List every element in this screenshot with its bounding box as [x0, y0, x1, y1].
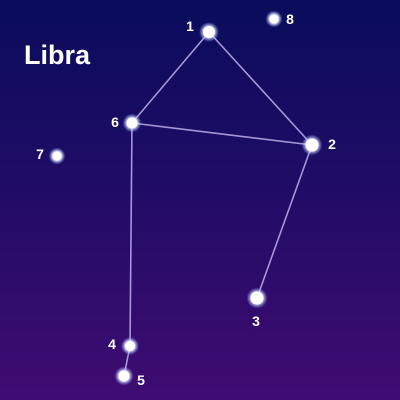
star-4 [121, 337, 139, 355]
star-labels: 1 2 3 4 5 6 7 8 [36, 11, 336, 388]
connection-line-1-6 [131, 31, 210, 124]
star-8 [265, 10, 283, 28]
star-2 [301, 134, 323, 156]
star-core-8 [269, 14, 279, 24]
star-core-1 [203, 26, 215, 38]
connection-line-1-2 [208, 31, 313, 146]
star-label-2: 2 [328, 136, 336, 152]
connection-line-2-3 [256, 144, 313, 299]
star-label-3: 3 [252, 313, 260, 329]
star-label-7: 7 [36, 146, 44, 162]
constellation-title: Libra [24, 40, 91, 70]
star-core-2 [305, 138, 319, 152]
star-core-5 [118, 370, 130, 382]
star-core-7 [52, 151, 62, 161]
star-label-5: 5 [137, 372, 145, 388]
connection-lines [123, 31, 313, 377]
star-core-4 [125, 341, 135, 351]
star-label-8: 8 [286, 11, 294, 27]
star-core-6 [126, 117, 138, 129]
star-3 [246, 287, 268, 309]
star-label-6: 6 [111, 114, 119, 130]
star-label-4: 4 [108, 336, 116, 352]
connection-line-6-2 [131, 122, 313, 146]
star-6 [122, 113, 142, 133]
star-core-3 [250, 291, 264, 305]
star-label-1: 1 [186, 18, 194, 34]
star-5 [114, 366, 134, 386]
stars [48, 10, 323, 386]
connection-line-6-4 [129, 122, 133, 347]
star-1 [199, 22, 219, 42]
star-7 [48, 147, 66, 165]
